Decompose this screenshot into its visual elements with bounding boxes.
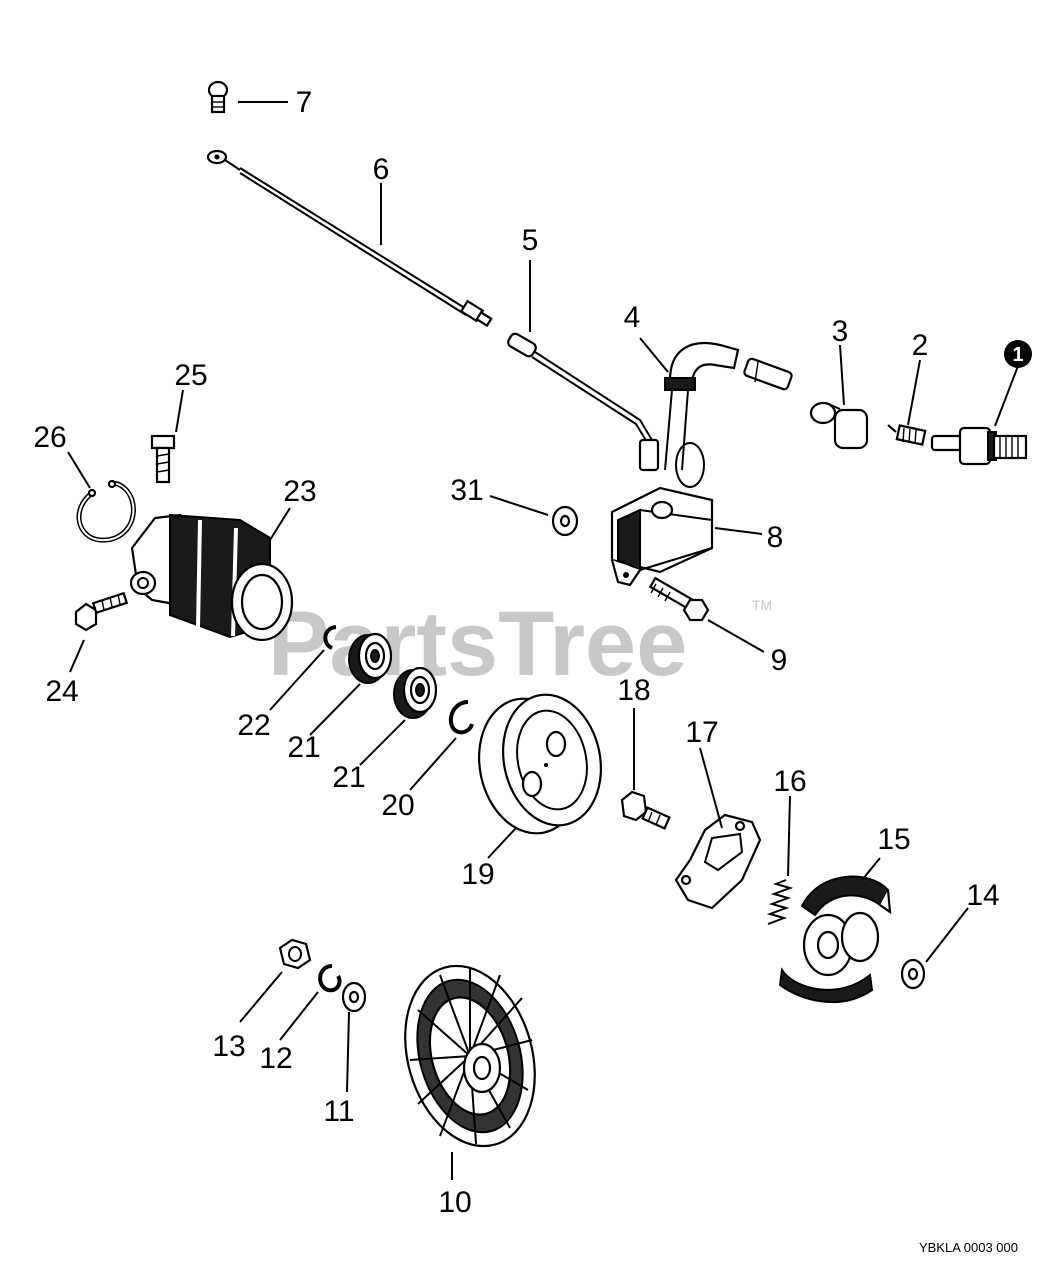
- callout-13[interactable]: 13: [212, 1030, 245, 1063]
- part-10-flywheel[interactable]: [385, 950, 555, 1161]
- part-13-nut[interactable]: [278, 938, 312, 970]
- part-21-bearing-lower[interactable]: [393, 666, 438, 719]
- callout-2[interactable]: 2: [912, 329, 929, 362]
- part-20-retaining-ring[interactable]: [448, 700, 474, 735]
- part-21-bearing-upper[interactable]: [348, 632, 393, 684]
- watermark: PartsTree: [268, 593, 687, 695]
- part-14-washer[interactable]: [900, 958, 926, 990]
- callout-14[interactable]: 14: [966, 879, 999, 912]
- part-17-clutch-plate[interactable]: [674, 813, 762, 910]
- callout-22[interactable]: 22: [237, 709, 270, 742]
- part-22-snap-ring[interactable]: [323, 625, 337, 650]
- part-1-spark-plug[interactable]: [930, 426, 1028, 466]
- part-26-circlip[interactable]: [76, 479, 136, 543]
- callout-labels: 1 2 3 4 5 6 7 8 9 10 11 12 13 14 15 16 1…: [33, 86, 1032, 1219]
- part-31-washer[interactable]: [551, 505, 579, 537]
- part-25-screw[interactable]: [150, 434, 176, 484]
- callout-5[interactable]: 5: [522, 224, 539, 257]
- callout-25[interactable]: 25: [174, 359, 207, 392]
- callout-3[interactable]: 3: [832, 315, 849, 348]
- svg-text:1: 1: [1012, 344, 1023, 366]
- part-5-ignition-lead[interactable]: [506, 332, 660, 472]
- callout-23[interactable]: 23: [283, 475, 316, 508]
- callout-15[interactable]: 15: [877, 823, 910, 856]
- callout-4[interactable]: 4: [624, 301, 641, 334]
- part-9-coil-bolt[interactable]: [648, 576, 710, 622]
- callout-19[interactable]: 19: [461, 858, 494, 891]
- callout-24[interactable]: 24: [45, 675, 78, 708]
- callout-10[interactable]: 10: [438, 1186, 471, 1219]
- part-12-lock-washer[interactable]: [318, 964, 342, 993]
- callout-18[interactable]: 18: [617, 674, 650, 707]
- part-4-spark-plug-cap[interactable]: [664, 341, 740, 488]
- part-7-screw[interactable]: [207, 80, 229, 114]
- callout-16[interactable]: 16: [773, 765, 806, 798]
- callout-31[interactable]: 31: [450, 474, 483, 507]
- part-6-ground-wire[interactable]: [206, 149, 493, 328]
- part-4b-terminal-spring[interactable]: [743, 357, 793, 391]
- part-15-clutch-shoe-assembly[interactable]: [778, 875, 892, 1004]
- part-18-shoulder-bolt[interactable]: [620, 790, 671, 830]
- callout-21-lower[interactable]: 21: [332, 761, 365, 794]
- callout-9[interactable]: 9: [771, 644, 788, 677]
- callout-12[interactable]: 12: [259, 1042, 292, 1075]
- diagram-reference-code: YBKLA 0003 000: [919, 1240, 1018, 1255]
- part-11-flat-washer[interactable]: [341, 981, 367, 1013]
- part-19-clutch-drum[interactable]: [467, 685, 613, 842]
- part-16-clutch-spring[interactable]: [766, 879, 794, 925]
- part-24-screw[interactable]: [74, 591, 129, 632]
- watermark-trademark: TM: [752, 597, 772, 613]
- callout-20[interactable]: 20: [381, 789, 414, 822]
- callout-1[interactable]: 1: [1004, 340, 1032, 368]
- leader-lines: [67, 101, 1019, 1180]
- part-2-terminal-nut[interactable]: [887, 424, 927, 446]
- callout-7[interactable]: 7: [296, 86, 313, 119]
- callout-11[interactable]: 11: [323, 1095, 354, 1128]
- callout-21-upper[interactable]: 21: [287, 731, 320, 764]
- callout-6[interactable]: 6: [373, 153, 390, 186]
- callout-17[interactable]: 17: [685, 716, 718, 749]
- part-23-clutch-housing[interactable]: [129, 513, 294, 642]
- callout-26[interactable]: 26: [33, 421, 66, 454]
- callout-8[interactable]: 8: [767, 521, 784, 554]
- part-8-ignition-coil[interactable]: [610, 486, 714, 587]
- part-3-terminal-cap[interactable]: [809, 401, 869, 450]
